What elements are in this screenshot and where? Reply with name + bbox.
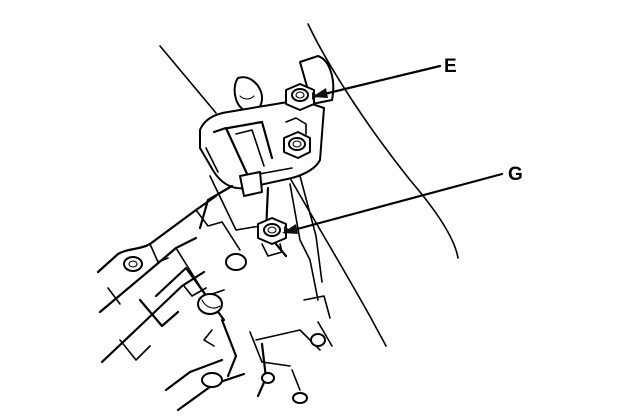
- housing-outline: [159, 23, 459, 347]
- arrow-g: [282, 224, 298, 234]
- leader-e: [314, 64, 442, 98]
- callout-label-e: E: [444, 56, 457, 77]
- lower-bolt: [257, 217, 290, 257]
- bracket: [199, 99, 325, 197]
- callout-label-g: G: [508, 164, 523, 185]
- leader-lines: [282, 64, 504, 234]
- arrow-e: [312, 88, 328, 98]
- leader-g: [284, 172, 504, 234]
- middle-bolt: [283, 117, 311, 159]
- block-bosses: [123, 253, 326, 404]
- upper-bolt: [285, 83, 318, 111]
